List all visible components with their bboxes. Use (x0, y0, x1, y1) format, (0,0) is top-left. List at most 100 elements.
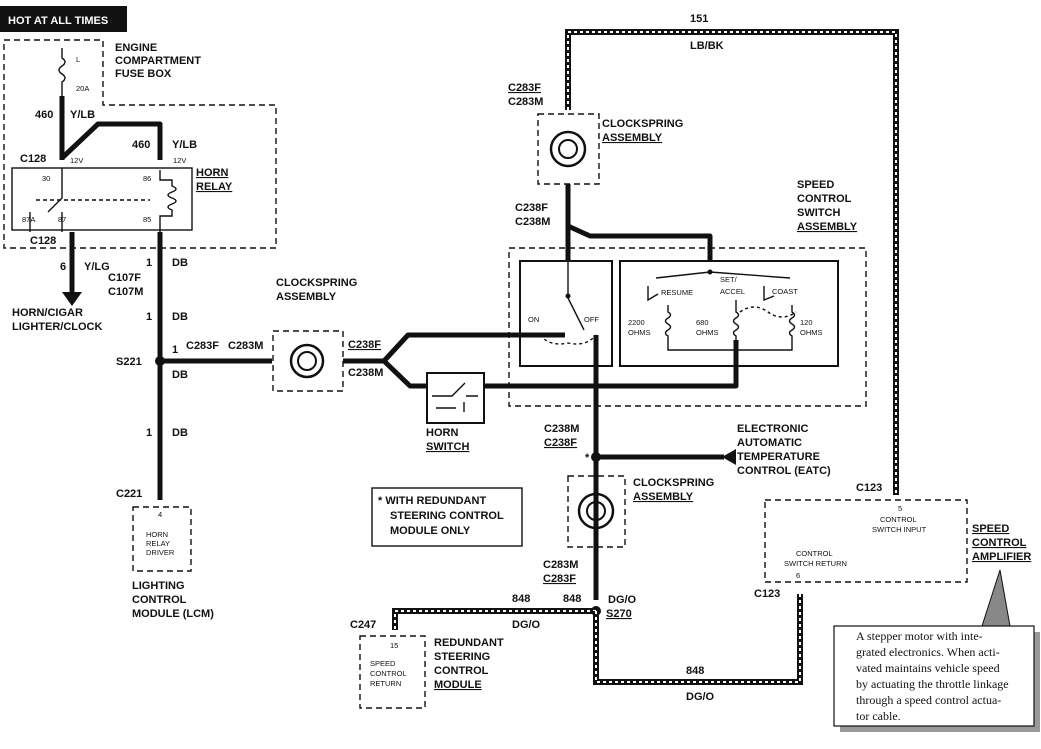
c128-bottom-label: C128 (30, 235, 56, 247)
callout-box (833, 625, 1035, 727)
c128-top-label: C128 (20, 153, 46, 165)
wire-to-horn-switch (382, 359, 428, 389)
rscm-box (359, 635, 426, 709)
wire-460-label-b: 460 (132, 139, 150, 151)
r120-label-2: OHMS (800, 328, 823, 337)
eatc-label-3: TEMPERATURE (737, 451, 820, 463)
horn-switch-label-2: SWITCH (426, 441, 469, 453)
callout-line-1: A stepper motor with inte- (856, 629, 983, 643)
v12-label-b: 12V (173, 156, 186, 165)
redundant-note-3: MODULE ONLY (390, 525, 471, 537)
c238m-low-label: C238M (544, 423, 579, 435)
wire-848-to-rscm-inner (394, 610, 596, 630)
relay-coil-icon (159, 170, 177, 232)
callout-line-3: vated maintains vehicle speed (856, 661, 1000, 675)
db-label-c: DB (172, 369, 188, 381)
c238f-low-label: C238F (544, 437, 577, 449)
speed-control-switch-box (508, 247, 867, 407)
dgo-label-a: DG/O (608, 594, 637, 606)
c283m-low-label: C283M (543, 559, 578, 571)
fuse-box-outline (3, 39, 277, 249)
c238f-left-label: C238F (348, 339, 381, 351)
lcm-box-label-2: RELAY (146, 539, 170, 548)
amplifier-label-2: CONTROL (972, 537, 1027, 549)
fuse-l-label: L (76, 55, 80, 64)
lcm-box-label-3: DRIVER (146, 548, 175, 557)
on-label: ON (528, 315, 539, 324)
amp-pin5-label: 5 (898, 504, 902, 513)
rscm-label-3: CONTROL (434, 665, 489, 677)
c283m-left-label: C283M (228, 340, 263, 352)
db-label-d: DB (172, 427, 188, 439)
s270-label: S270 (606, 608, 632, 620)
clockspring-left-icon (289, 343, 325, 379)
lcm-label-2: CONTROL (132, 594, 187, 606)
r2200-label-2: OHMS (628, 328, 651, 337)
r680-label-2: OHMS (696, 328, 719, 337)
ylb-label-a: Y/LB (70, 109, 95, 121)
r120-label-1: 120 (800, 318, 813, 327)
dgo-label-c: DG/O (686, 691, 715, 703)
engine-fuse-box-label-1: ENGINE (115, 42, 157, 54)
horn-switch-label-1: HORN (426, 427, 458, 439)
wire-151-twisted (565, 29, 899, 495)
set-accel-label-2: ACCEL (720, 287, 745, 296)
redundant-note-1: * WITH REDUNDANT (378, 495, 486, 507)
rscm-box-label-3: RETURN (370, 679, 401, 688)
ylg-label: Y/LG (84, 261, 110, 273)
banner-text: HOT AT ALL TIMES (8, 15, 108, 27)
rscm-label-2: STEERING (434, 651, 490, 663)
rscm-label-4: MODULE (434, 679, 482, 691)
callout-line-5: through a speed control actua- (856, 693, 1001, 707)
dgo-label-b: DG/O (512, 619, 541, 631)
lbbk-label: LB/BK (690, 40, 724, 52)
pin-30-label: 30 (42, 174, 50, 183)
lcm-label-1: LIGHTING (132, 580, 185, 592)
clockspring-top-label-1: CLOCKSPRING (602, 118, 683, 130)
set-accel-label-1: SET/ (720, 275, 738, 284)
on-off-panel (519, 260, 613, 367)
amp-input-label-2: SWITCH INPUT (872, 525, 927, 534)
fuse-amp-label: 20A (76, 84, 89, 93)
clockspring-left-box (272, 330, 344, 392)
engine-fuse-box-label-3: FUSE BOX (115, 68, 172, 80)
callout-line-2: grated electronics. When acti- (856, 645, 1000, 659)
redundant-note-box (371, 487, 523, 547)
callout-line-4: by actuating the throttle linkage (856, 677, 1009, 691)
clockspring-low-label-2: ASSEMBLY (633, 491, 694, 503)
amplifier-label-3: AMPLIFIER (972, 551, 1031, 563)
horn-arrow-icon (62, 292, 82, 306)
v12-label-a: 12V (70, 156, 83, 165)
c283f-low-label: C283F (543, 573, 576, 585)
horn-cigar-label-2: LIGHTER/CLOCK (12, 321, 102, 333)
amp-pin6-label: 6 (796, 571, 800, 580)
horn-cigar-label-1: HORN/CIGAR (12, 307, 83, 319)
wire-1-label-a: 1 (146, 257, 152, 269)
amp-return-label-2: SWITCH RETURN (784, 559, 847, 568)
wire-1-label-c: 1 (172, 344, 178, 356)
wire-151-twisted-inner (567, 31, 897, 495)
rscm-label-1: REDUNDANT (434, 637, 504, 649)
pin-86-label: 86 (143, 174, 151, 183)
eatc-label-4: CONTROL (EATC) (737, 465, 831, 477)
eatc-arrow-icon (722, 449, 736, 465)
wire-1-label-b: 1 (146, 311, 152, 323)
horn-relay-label-2: RELAY (196, 181, 233, 193)
c283f-top-label: C283F (508, 82, 541, 94)
lcm-box (132, 506, 192, 572)
wire-6-label: 6 (60, 261, 66, 273)
s221-label: S221 (116, 356, 142, 368)
horn-switch-box (426, 372, 485, 424)
wire-to-set-accel (566, 223, 713, 262)
rscm-box-label-2: CONTROL (370, 669, 407, 678)
clockspring-top-box (537, 113, 600, 185)
wire-horn-switch-return (484, 340, 739, 389)
clockspring-top-icon (549, 130, 587, 168)
lcm-label-3: MODULE (LCM) (132, 608, 214, 620)
engine-fuse-box-label-2: COMPARTMENT (115, 55, 201, 67)
clockspring-low-label-1: CLOCKSPRING (633, 477, 714, 489)
wire-848-label-a: 848 (563, 593, 581, 605)
coast-label: COAST (772, 287, 798, 296)
resistor-panel (619, 260, 839, 367)
